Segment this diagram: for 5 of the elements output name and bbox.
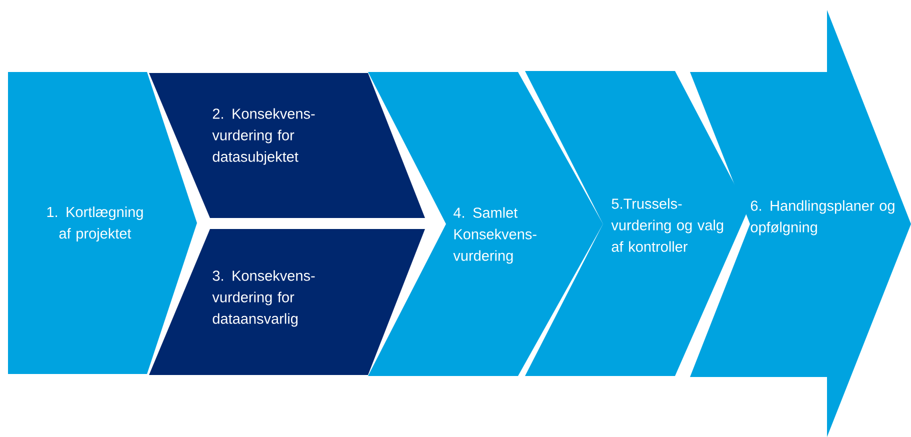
parallelogram-step: 2. Konsekvens- vurdering for datasubjektet bbox=[149, 73, 425, 218]
node-label: 6. Handlingsplaner og opfølgning bbox=[750, 200, 894, 236]
chevron-step: 4. Samlet Konsekvens- vurdering bbox=[368, 72, 603, 376]
chevron-step: 1. Kortlægning af projektet bbox=[8, 72, 197, 374]
parallelogram-step: 3. Konsekvens- vurdering for dataansvarlig bbox=[149, 229, 425, 375]
